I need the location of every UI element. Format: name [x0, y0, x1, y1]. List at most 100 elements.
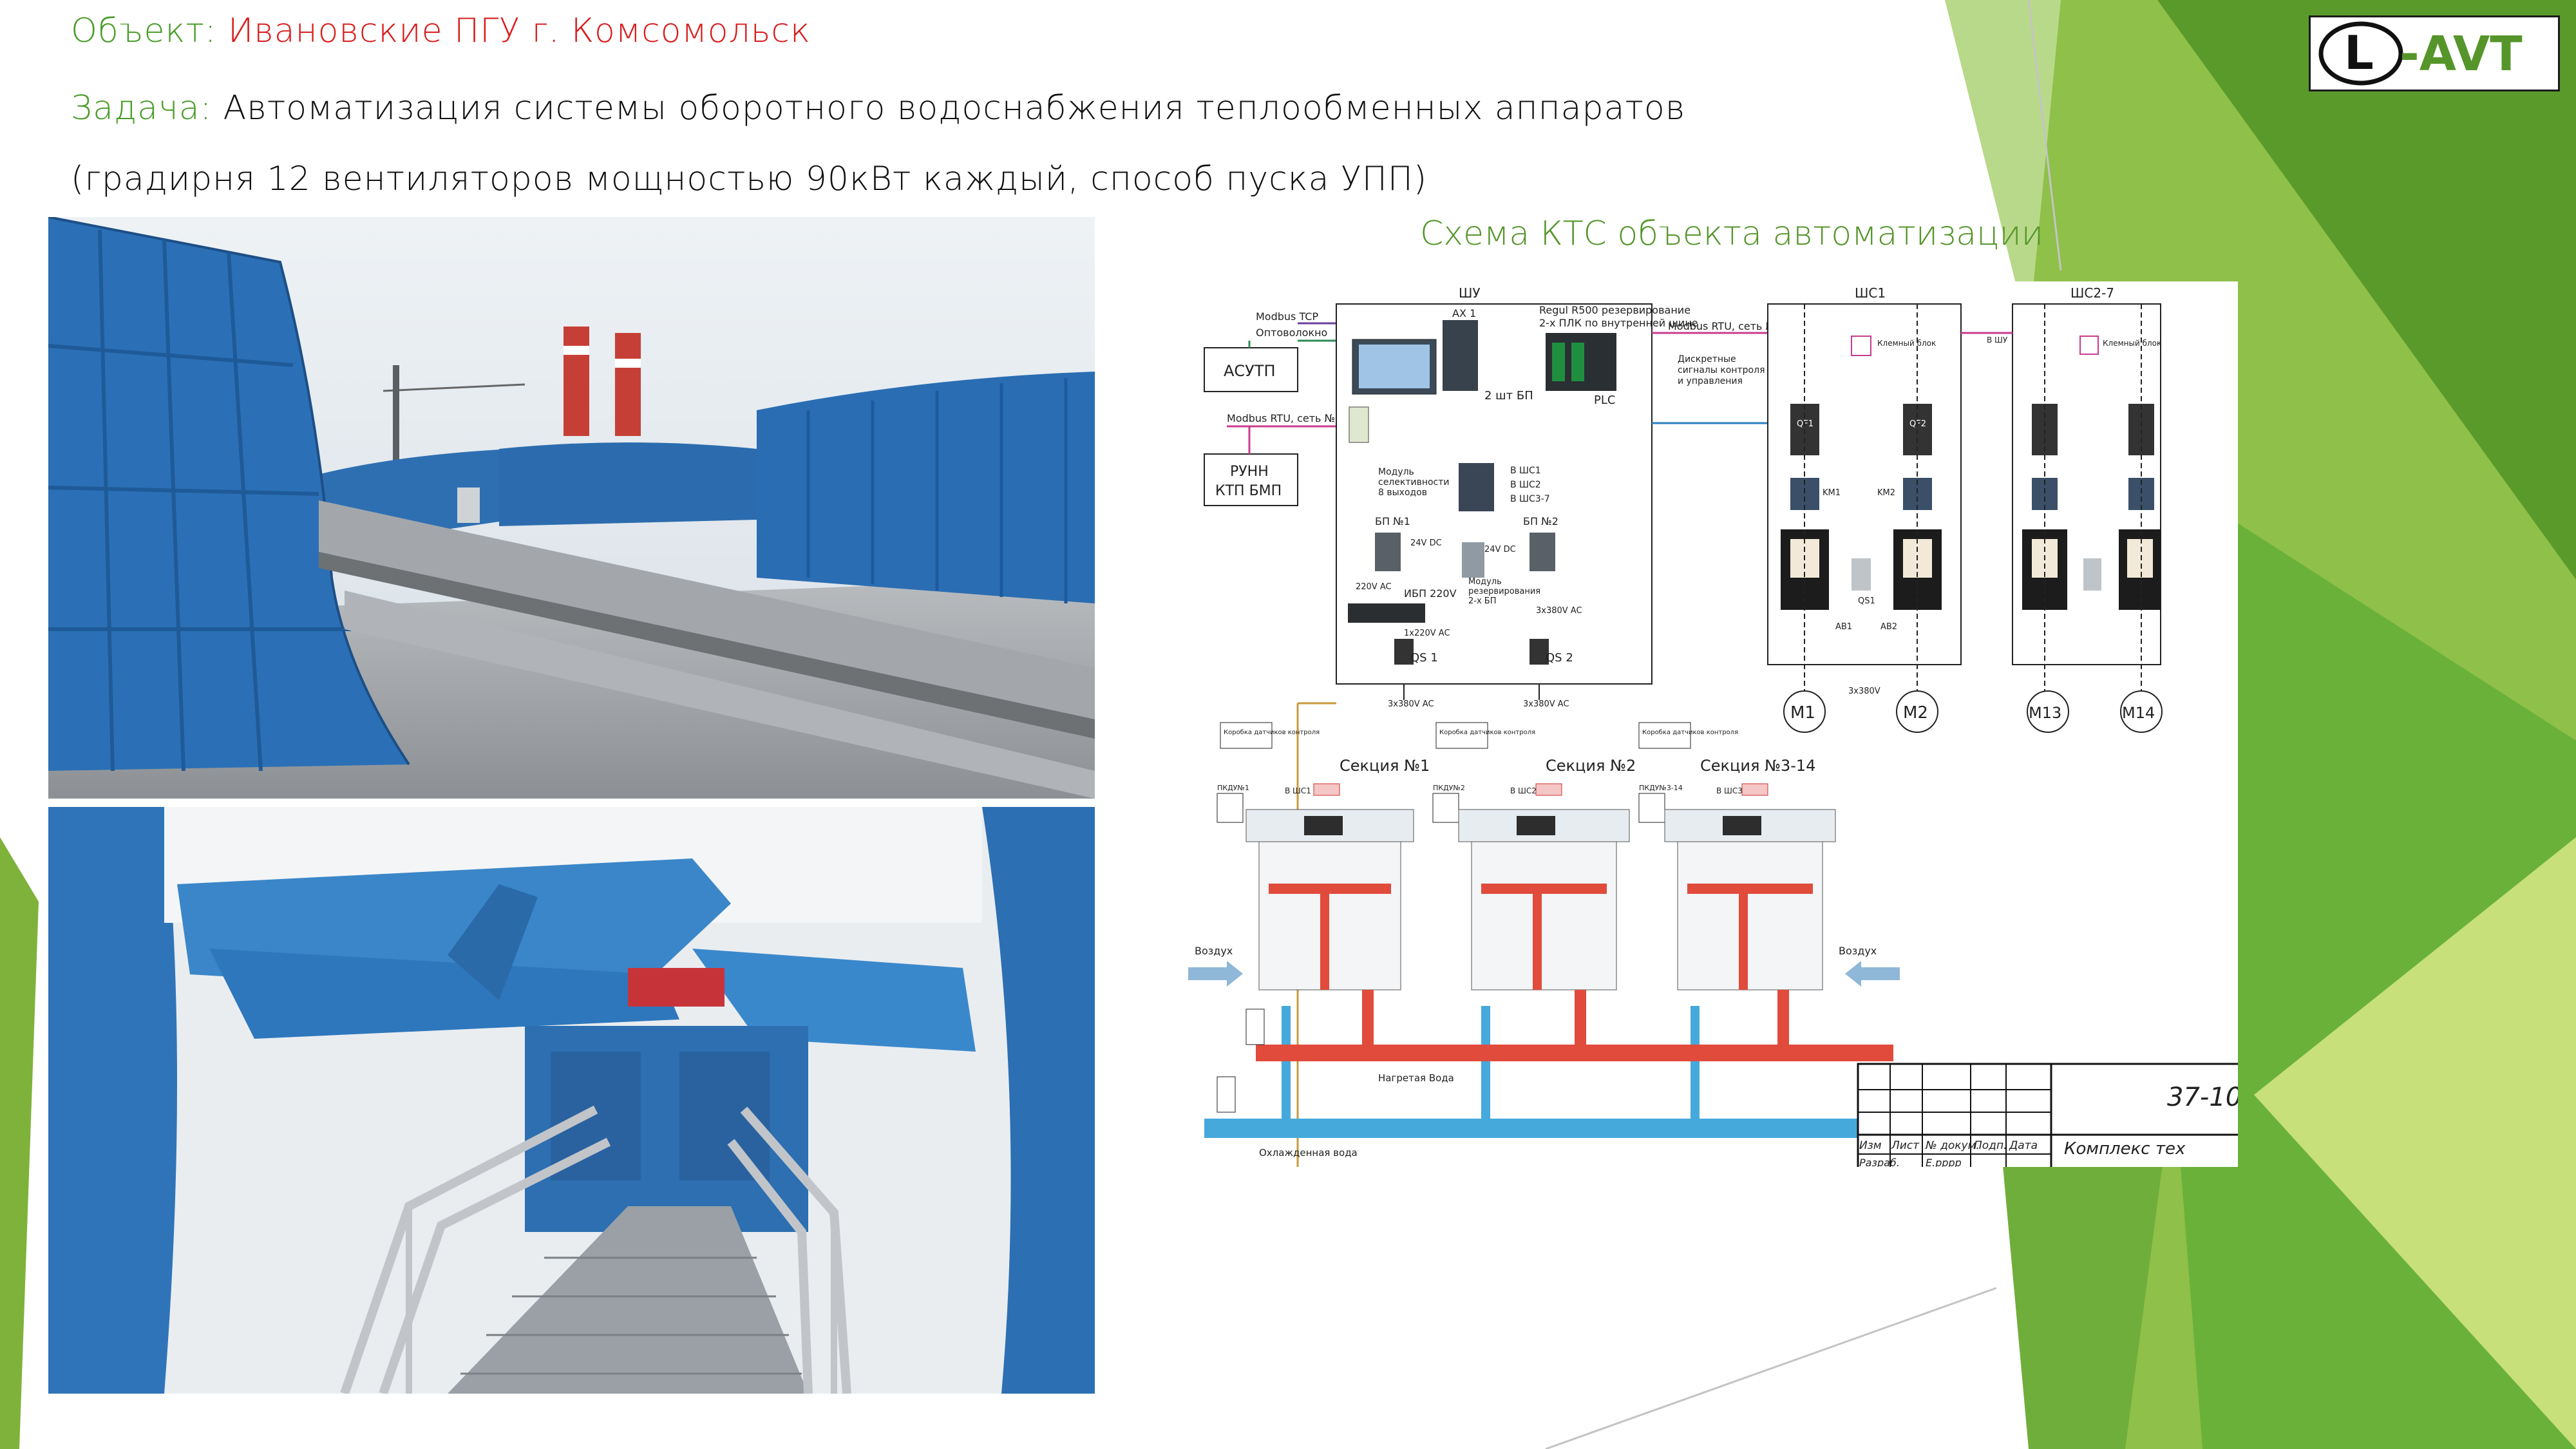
fan-interior-photo: [48, 807, 1095, 1394]
section-2: Коробка датчиков контроля Секция №2 ПКДУ…: [1432, 722, 1636, 990]
object-value: Ивановские ПГУ г. Комсомольск: [227, 12, 811, 50]
section1-title: Секция №1: [1340, 757, 1430, 775]
ctrl-box-1: Коробка датчиков контроля: [1224, 729, 1320, 736]
v-shs2-label: В ШС2: [1510, 786, 1537, 795]
shs2-out: В ШС2: [1510, 480, 1541, 490]
logo-text: -AVT: [2400, 26, 2523, 82]
logo-graphic: L -AVT: [2318, 21, 2523, 86]
title-block: 37-10 Комплекс тех Изм Лист № докум. Под…: [1857, 1063, 2246, 1171]
sel-module-line1: Модуль: [1378, 467, 1414, 477]
shs37-out: В ШС3-7: [1510, 494, 1550, 504]
bp2-label: БП №2: [1523, 515, 1558, 527]
v3x380-label: 3x380V: [1848, 687, 1880, 696]
task-label: Задача:: [71, 89, 213, 128]
task-value: Автоматизация системы оборотного водосна…: [223, 89, 1686, 128]
ab1-label: AB1: [1835, 622, 1852, 632]
ctrl-box-2: Коробка датчиков контроля: [1439, 729, 1535, 736]
section314-title: Секция №3-14: [1700, 757, 1815, 775]
v24dc-b: 24V DC: [1484, 545, 1516, 554]
ctrl-box-3: Коробка датчиков контроля: [1642, 729, 1738, 736]
qs1-cab-label: QS1: [1858, 596, 1875, 606]
sel-module-line3: 8 выходов: [1378, 488, 1427, 498]
stamp-col-1: Изм: [1859, 1139, 1882, 1152]
plc-label: PLC: [1594, 393, 1615, 407]
stamp-caption: Комплекс тех: [2064, 1139, 2186, 1159]
object-label: Объект:: [71, 12, 217, 50]
km2-label: KM2: [1877, 488, 1895, 498]
m1-label: M1: [1790, 703, 1815, 723]
cooling-tower-photo: [48, 217, 1095, 799]
pdu1-label: ПКДУ№1: [1217, 784, 1249, 792]
modbus-rtu1-label: Modbus RTU, сеть №1: [1668, 320, 1783, 332]
object-line: Объект: Ивановские ПГУ г. Комсомольск: [71, 12, 811, 50]
section-3-14: Коробка датчиков контроля Секция №3-14 П…: [1638, 722, 1836, 990]
company-logo: L -AVT: [2309, 15, 2560, 91]
km1-label: KM1: [1823, 488, 1841, 498]
discrete-line3: и управления: [1678, 376, 1743, 386]
v-shu-label: В ШУ: [1987, 336, 2008, 345]
runn-line1: РУНН: [1230, 464, 1269, 480]
regul-line2: 2-х ПЛК по внутренней шине: [1539, 317, 1698, 329]
shs1-label: ШС1: [1855, 285, 1886, 301]
regul-line1: Regul R500 резервирование: [1539, 304, 1690, 316]
shs1-out: В ШС1: [1510, 466, 1541, 476]
reserve-module-line2: резервирования: [1468, 587, 1540, 596]
v3x380-a: 3x380V AC: [1536, 606, 1582, 616]
v3x380-b: 3x380V AC: [1388, 699, 1434, 709]
v24dc-a: 24V DC: [1410, 538, 1442, 548]
m14-label: M14: [2122, 704, 2155, 722]
optovolokno-label: Оптоволокно: [1256, 327, 1327, 339]
stamp-row-1: Разраб.: [1859, 1157, 1900, 1167]
scheme-drawing: АСУТП РУНН КТП БМП Modbus TCP Оптоволокн…: [1188, 285, 2246, 1171]
ax1-label: АХ 1: [1452, 307, 1476, 319]
section-1: Коробка датчиков контроля Секция №1 ПКДУ…: [1217, 722, 1430, 990]
terminal-block-1: Клемный блок: [1877, 339, 1936, 348]
reserve-module-line3: 2-х БП: [1468, 596, 1496, 606]
m13-label: M13: [2029, 704, 2061, 722]
hot-water-label: Нагретая Вода: [1378, 1072, 1454, 1084]
hot-water-pipe: [1256, 1045, 1893, 1061]
bp1-label: БП №1: [1375, 515, 1410, 527]
m2-label: M2: [1903, 703, 1928, 723]
modbus-tcp-label: Modbus TCP: [1256, 310, 1318, 323]
stamp-col-2: Лист: [1891, 1139, 1920, 1152]
shu-label: ШУ: [1459, 285, 1481, 301]
ab2-label: AB2: [1880, 622, 1897, 632]
discrete-line1: Дискретные: [1678, 354, 1736, 365]
shs27-label: ШС2-7: [2070, 285, 2114, 301]
two-bp-label: 2 шт БП: [1484, 389, 1533, 402]
qs1-label: QS 1: [1410, 651, 1438, 665]
qs2-label: QS 2: [1546, 651, 1573, 665]
scheme-diagram: АСУТП РУНН КТП БМП Modbus TCP Оптоволокн…: [1188, 281, 2246, 1171]
stamp-row-2: Е.рррр: [1926, 1157, 1962, 1167]
runn-box: [1204, 453, 1298, 506]
stamp-col-5: Дата: [2009, 1139, 2038, 1152]
asutp-label: АСУТП: [1224, 362, 1276, 380]
stamp-col-3: № докум.: [1925, 1139, 1980, 1152]
subtitle: (градирня 12 вентиляторов мощностью 90кВ…: [71, 160, 1428, 198]
stamp-number: 37-10: [2167, 1083, 2238, 1112]
sel-module-line2: селективности: [1378, 477, 1450, 488]
v-shs1-label: В ШС1: [1285, 786, 1311, 795]
discrete-line2: сигналы контроля: [1678, 365, 1765, 375]
reserve-module-line1: Модуль: [1468, 577, 1502, 587]
task-line: Задача: Автоматизация системы оборотного…: [71, 89, 1685, 128]
air-right-label: Воздух: [1839, 945, 1877, 957]
fan-interior-illustration: [48, 807, 1095, 1394]
v3x380-c: 3x380V AC: [1523, 699, 1569, 709]
cold-water-pipe: [1204, 1119, 1900, 1138]
asutp-box: [1204, 347, 1298, 392]
air-left-label: Воздух: [1195, 945, 1233, 957]
modbus-rtu2-label: Modbus RTU, сеть №2: [1227, 412, 1341, 424]
ibp-label: ИБП 220V: [1404, 587, 1457, 600]
stamp-col-4: Подп.: [1974, 1139, 2007, 1152]
diagram-title: Схема КТС объекта автоматизации: [1420, 214, 2043, 253]
section2-title: Секция №2: [1546, 757, 1636, 775]
runn-line2: КТП БМП: [1215, 483, 1282, 499]
pdu2-label: ПКДУ№2: [1433, 784, 1465, 792]
logo-letter: L: [2344, 26, 2374, 80]
v220ac-a: 220V AC: [1356, 582, 1392, 592]
cooling-tower-illustration: [48, 217, 1095, 799]
cold-water-label: Охлажденная вода: [1259, 1147, 1358, 1159]
